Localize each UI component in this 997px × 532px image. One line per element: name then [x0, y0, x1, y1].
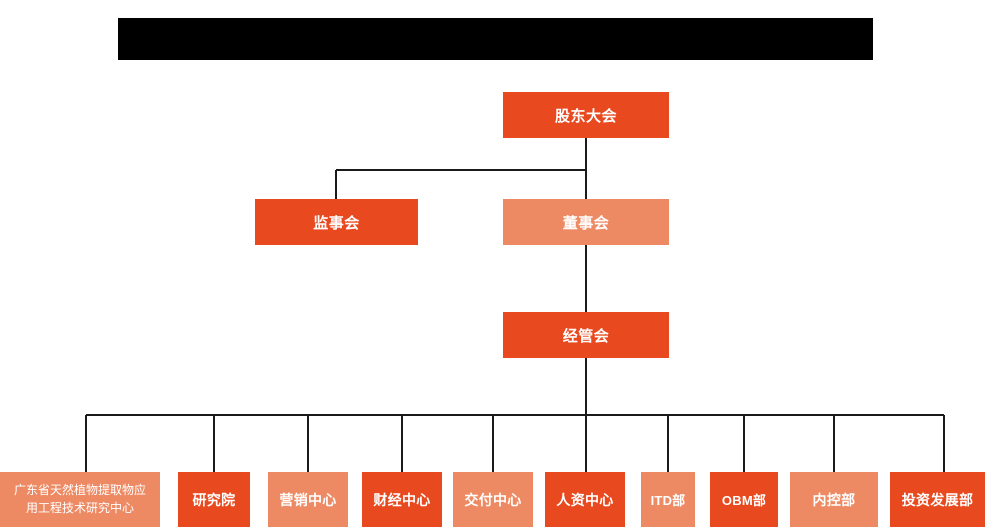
org-node-shareholders-meeting[interactable]: 股东大会	[503, 92, 669, 138]
org-node-label-internal-control-department: 内控部	[812, 491, 856, 508]
org-node-internal-control-department[interactable]: 内控部	[790, 472, 878, 527]
org-node-label-board-of-directors: 董事会	[562, 214, 610, 232]
org-node-board-of-supervisors[interactable]: 监事会	[255, 199, 418, 245]
org-node-itd-department[interactable]: ITD部	[641, 472, 695, 527]
org-node-label-shareholders-meeting: 股东大会	[554, 107, 617, 125]
org-node-management-committee[interactable]: 经管会	[503, 312, 669, 358]
org-node-label-research-institute: 研究院	[192, 491, 236, 508]
org-node-obm-department[interactable]: OBM部	[710, 472, 778, 527]
org-node-finance-center[interactable]: 财经中心	[362, 472, 442, 527]
org-node-label-investment-development-department: 投资发展部	[901, 491, 974, 508]
org-node-label-marketing-center: 营销中心	[279, 491, 337, 508]
org-node-research-institute[interactable]: 研究院	[178, 472, 250, 527]
org-node-label-gd-plant-extract-research-center: 广东省天然植物提取物应 用工程技术研究中心	[13, 483, 146, 515]
org-node-label-management-committee: 经管会	[562, 327, 610, 345]
org-node-label-finance-center: 财经中心	[373, 491, 431, 508]
org-node-marketing-center[interactable]: 营销中心	[268, 472, 348, 527]
org-node-label-hr-center: 人资中心	[556, 491, 614, 508]
org-node-hr-center[interactable]: 人资中心	[545, 472, 625, 527]
org-node-board-of-directors[interactable]: 董事会	[503, 199, 669, 245]
org-node-delivery-center[interactable]: 交付中心	[453, 472, 533, 527]
org-node-label-delivery-center: 交付中心	[464, 491, 522, 508]
org-node-gd-plant-extract-research-center[interactable]: 广东省天然植物提取物应 用工程技术研究中心	[0, 472, 160, 527]
org-node-label-itd-department: ITD部	[650, 493, 686, 508]
org-node-label-obm-department: OBM部	[721, 493, 767, 508]
redacted-title-bar	[118, 18, 873, 60]
org-node-label-board-of-supervisors: 监事会	[313, 214, 360, 232]
org-node-investment-development-department[interactable]: 投资发展部	[890, 472, 985, 527]
